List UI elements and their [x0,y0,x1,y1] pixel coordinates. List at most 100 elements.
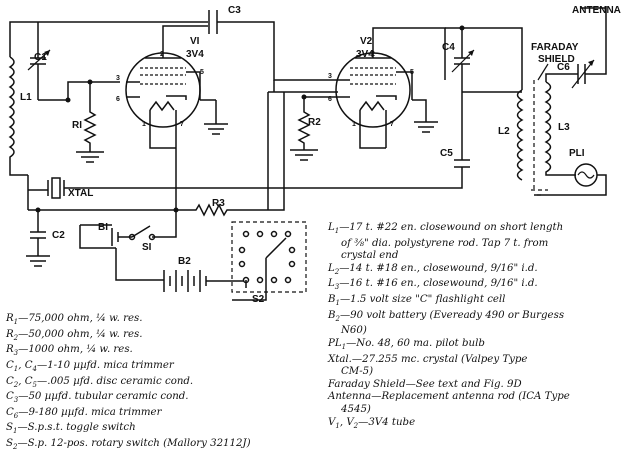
parts-list-item: V1, V2—3V4 tube [328,417,570,433]
parts-list-item: B2—90 volt battery (Eveready 490 or Burg… [328,310,570,326]
c3-label: C3 [228,5,241,16]
c6-label: C6 [557,62,570,73]
designator-number: 2 [335,314,340,323]
designator-letter: C [6,375,14,387]
designator-number: 1 [12,427,18,436]
part-description: —Replacement antenna rod (ICA Type [371,391,570,403]
parts-list-item: C3—50 µµfd. tubular ceramic cond. [6,391,251,407]
v1-pin-5: 5 [200,69,204,76]
b1-cell [79,224,132,249]
parts-list-item: C6—9-180 µµfd. mica trimmer [6,407,251,423]
v1-pin-1: 1 [142,121,146,128]
designator-letter: S [6,438,13,449]
parts-list-item: PL1—No. 48, 60 ma. pilot bulb [328,338,570,354]
parts-list-item: C1, C4—1-10 µµfd. mica trimmer [6,360,251,376]
c4-label: C4 [442,42,455,53]
l2-coil [516,89,524,181]
designator-number: 3 [13,349,19,358]
l1-coil [8,56,28,176]
top-rail-wire [9,21,338,81]
designator-number: 2 [13,380,19,389]
antenna-label: ANTENNA [572,5,621,16]
designator-letter: V [328,416,336,428]
pl1-pilot-bulb [534,163,607,196]
part-description: —90 volt battery (Eveready 490 or Burges… [339,309,565,321]
filament-wire-1 [149,128,177,210]
part-designator: C6 [6,407,19,420]
part-description: —1-10 µµfd. mica trimmer [37,359,174,371]
parts-list-item: B1—1.5 volt size "C" flashlight cell [328,294,570,310]
part-description: —9-180 µµfd. mica trimmer [18,406,162,418]
parts-list-item: L3—16 t. #16 en., closewound, 9/16" i.d. [328,278,570,294]
part-designator: Faraday Shield [328,379,406,390]
r2-label: R2 [308,117,321,128]
parts-list-item: S2—S.p. 12-pos. rotary switch (Mallory 3… [6,438,251,454]
part-description: —17 t. #22 en. closewound on short lengt… [339,222,564,233]
part-designator: C5 [25,376,38,389]
c6-trimmer [571,6,607,89]
designator-letter: Antenna [328,391,372,403]
b2-battery [115,248,232,292]
part-description: —See text and Fig. 9D [405,378,522,390]
part-description: —16 t. #16 en., closewound, 9/16" i.d. [339,278,538,290]
designator-letter: Xtal. [328,353,352,365]
designator-number: 1 [13,364,19,373]
part-designator: V1 [328,416,340,430]
part-designator: C3 [6,391,18,404]
designator-number: 3 [334,283,340,292]
designator-number: 5 [32,380,38,389]
parts-list-item: R1—75,000 ohm, ¼ w. res. [6,313,251,329]
part-description: —No. 48, 60 ma. pilot bulb [346,337,485,349]
parts-list-item: L2—14 t. #18 en., closewound, 9/16" i.d. [328,263,570,279]
designator-letter: R [6,313,14,324]
faraday-label-2: SHIELD [538,54,575,65]
designator-letter: V [346,416,354,428]
part-designator: S1 [6,422,18,436]
part-designator: Antenna [328,391,371,402]
r2-resistor [290,97,318,161]
designator-number: 2 [334,267,340,276]
designator-letter: Faraday Shield [328,378,406,390]
v2-type: 3V4 [356,49,374,60]
v2-pin-1: 1 [352,121,356,128]
c5-label: C5 [440,148,453,159]
parts-list-right: L 1 —17 t. #22 en. closewound on short len… [328,222,570,432]
v2-pin-5: 5 [410,69,414,76]
designator-letter: B [328,294,336,306]
parts-list-item: L1—17 t. #22 en. closewound on short len… [328,222,570,238]
part-designator: PL1 [328,338,346,351]
c2-capacitor [26,209,176,267]
part-designator: S2 [6,438,17,451]
part-designator: C4 [25,360,37,373]
v2-name: V2 [360,36,373,47]
designator-number: 1 [335,421,340,430]
parts-list-item: Antenna—Replacement antenna rod (ICA Typ… [328,391,570,404]
part-description: —50 µµfd. tubular ceramic cond. [18,391,189,403]
part-description-continued: crystal end [341,250,399,262]
designator-letter: L [328,278,335,290]
grid-feed-wire [38,81,120,101]
c4-trimmer [451,28,475,92]
l3-coil [544,81,576,176]
part-description: —S.p. 12-pos. rotary switch (Mallory 321… [17,438,251,449]
designator-number: 6 [13,411,19,420]
parts-list-item: Xtal.—27.255 mc. crystal (Valpey Type [328,354,570,367]
s1-label: SI [142,242,152,253]
r1-label: RI [72,120,82,131]
s2-rotary-switch [231,221,307,301]
v1-type: 3V4 [186,49,204,60]
separator: , [18,375,25,387]
xtal-label: XTAL [68,188,93,199]
v1-pin-7: 7 [180,121,184,128]
designator-letter: S [6,422,13,434]
v1-pin-3: 3 [116,75,120,82]
part-designator: V2 [346,416,358,430]
part-designator: L2 [328,263,340,276]
part-designator: C1 [6,360,19,373]
parts-list-left: R1—75,000 ohm, ¼ w. res.R2—50,000 ohm, ¼… [6,313,251,454]
v1-pin-6: 6 [116,96,120,103]
separator: , [18,359,25,371]
l2-label: L2 [498,126,510,137]
part-description: —27.255 mc. crystal (Valpey Type [351,353,528,365]
pl1-label: PLI [569,148,585,159]
